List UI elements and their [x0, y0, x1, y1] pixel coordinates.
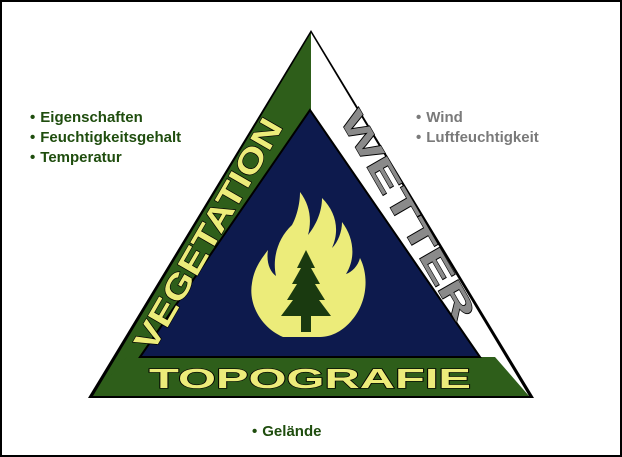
- list-item: Luftfeuchtigkeit: [416, 128, 539, 148]
- topografie-side: [93, 357, 529, 396]
- vegetation-factor-list: Eigenschaften Feuchtigkeitsgehalt Temper…: [30, 108, 181, 168]
- topografie-factor-list: Gelände: [252, 422, 321, 442]
- tree-icon: [281, 250, 331, 332]
- wetter-factor-list: Wind Luftfeuchtigkeit: [416, 108, 539, 148]
- list-item: Wind: [416, 108, 539, 128]
- topografie-label: TOPOGRAFIE: [149, 363, 471, 394]
- list-item: Eigenschaften: [30, 108, 181, 128]
- list-item: Temperatur: [30, 148, 181, 168]
- list-item: Feuchtigkeitsgehalt: [30, 128, 181, 148]
- list-item: Gelände: [252, 422, 321, 442]
